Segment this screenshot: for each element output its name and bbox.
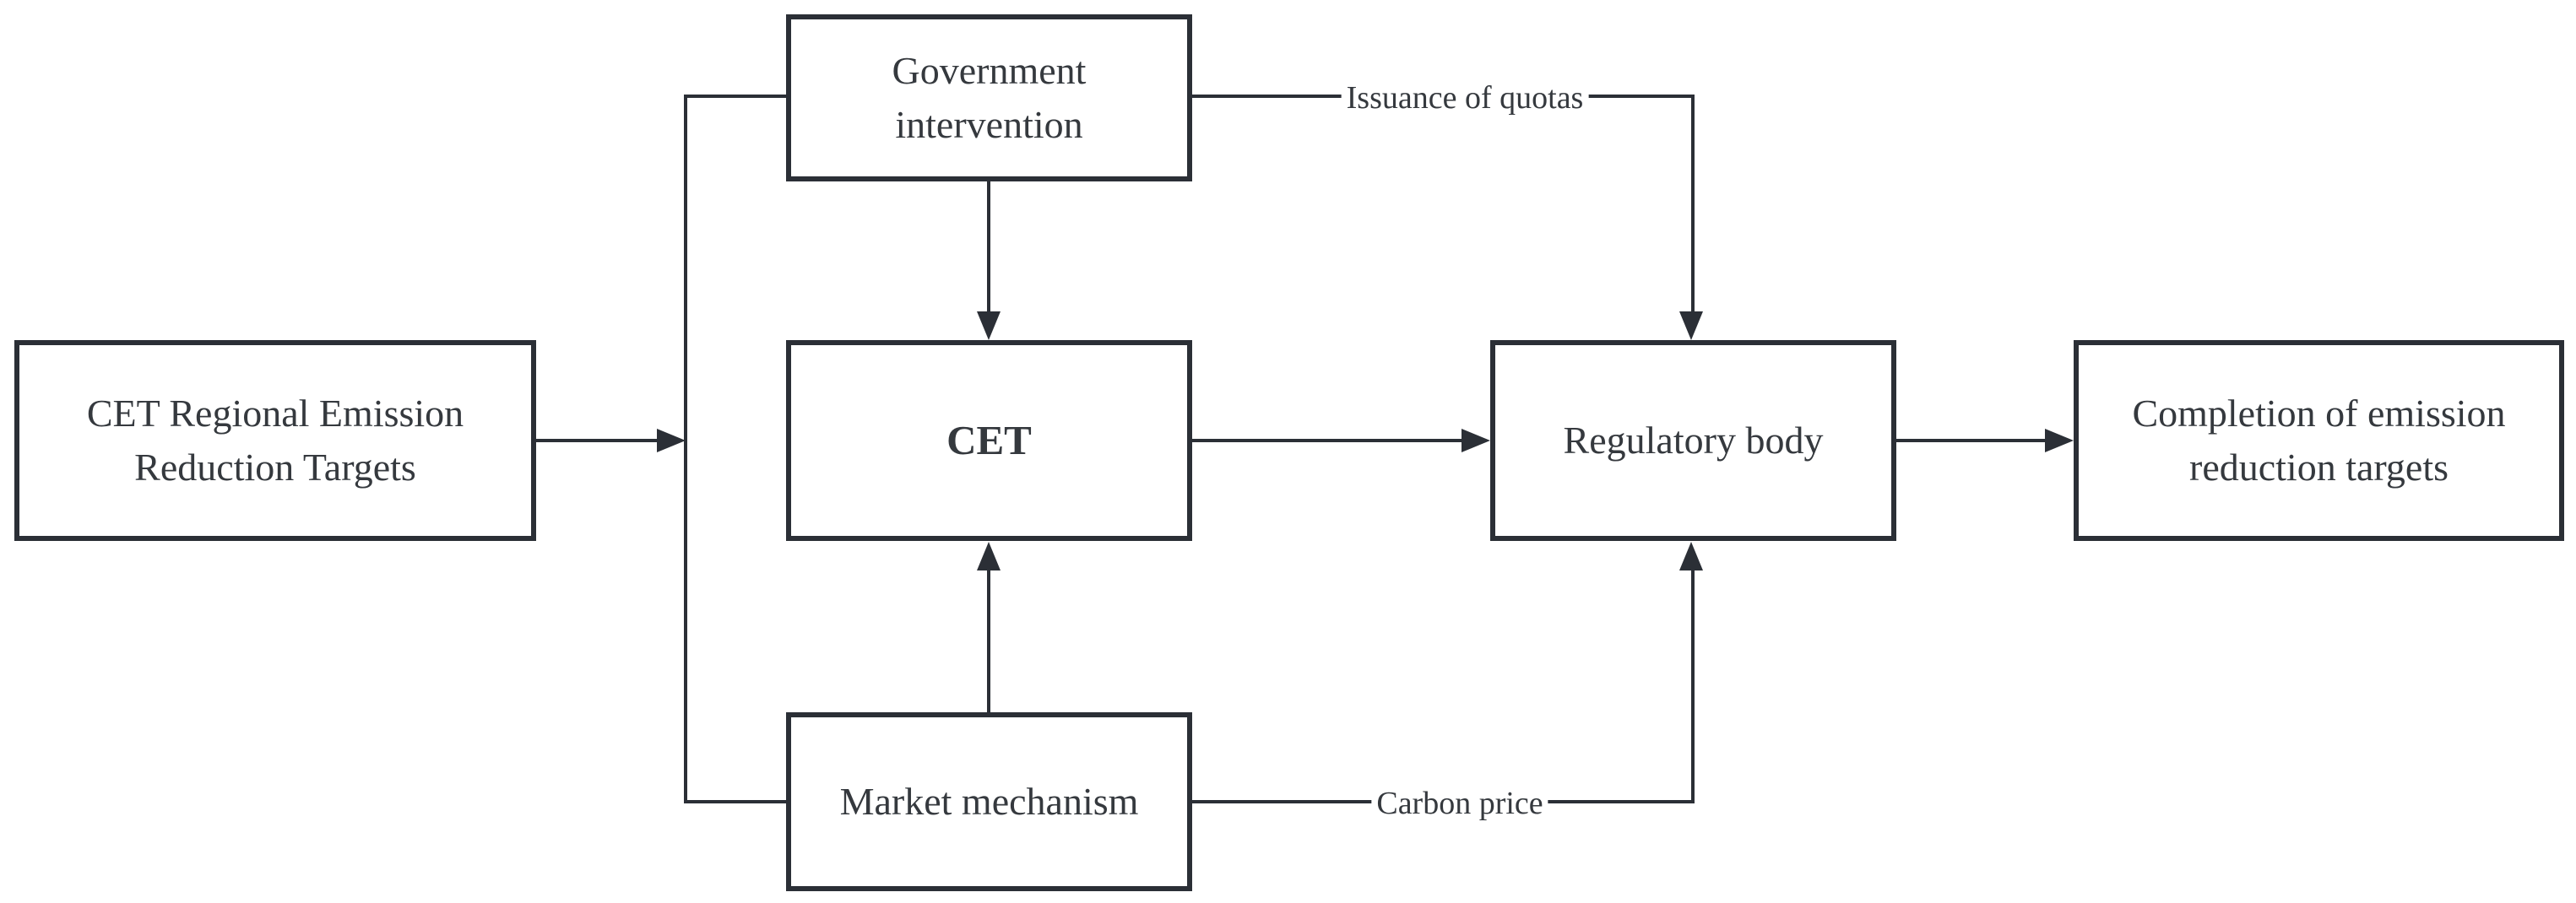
arrowhead-into-completion-left-icon (2045, 429, 2074, 452)
node-label-line: CET Regional Emission (86, 392, 464, 435)
node-label-line: Regulatory body (1563, 419, 1824, 462)
edge-branch-to-government (684, 95, 789, 98)
node-label-line: Government (892, 49, 1087, 92)
arrowhead-into-cet-bottom-icon (977, 542, 1001, 570)
node-label-line: CET (946, 417, 1032, 463)
edge-regulatory-to-completion (1896, 439, 2048, 442)
arrowhead-into-regulatory-top-icon (1679, 311, 1703, 340)
node-government-intervention: Government intervention (786, 14, 1192, 181)
edge-issuance-vertical (1691, 95, 1695, 315)
arrowhead-into-regulatory-left-icon (1462, 429, 1490, 452)
node-cet: CET (786, 340, 1192, 541)
node-regulatory-body: Regulatory body (1490, 340, 1896, 541)
node-cet-regional-emission-reduction-targets: CET Regional Emission Reduction Targets (14, 340, 536, 541)
edge-targets-to-branch (535, 439, 660, 442)
arrowhead-into-cet-top-icon (977, 311, 1001, 340)
edge-market-to-cet (987, 567, 990, 714)
node-label-line: intervention (895, 103, 1083, 146)
edge-branch-to-market (684, 800, 789, 803)
edge-label-issuance-of-quotas: Issuance of quotas (1341, 78, 1589, 118)
edge-government-to-cet (987, 180, 990, 315)
edge-carbon-vertical (1691, 570, 1695, 802)
arrowhead-into-branch-icon (657, 429, 686, 452)
node-label-line: Market mechanism (839, 780, 1139, 823)
node-label-line: Reduction Targets (134, 446, 416, 489)
node-market-mechanism: Market mechanism (786, 712, 1192, 891)
arrowhead-into-regulatory-bottom-icon (1679, 542, 1703, 570)
node-completion-of-emission-reduction-targets: Completion of emission reduction targets (2074, 340, 2564, 541)
edge-cet-to-regulatory (1192, 439, 1465, 442)
edge-label-carbon-price: Carbon price (1371, 783, 1548, 824)
node-label-line: reduction targets (2189, 446, 2449, 489)
node-label-line: Completion of emission (2132, 392, 2506, 435)
edge-branch-vertical (684, 95, 687, 803)
